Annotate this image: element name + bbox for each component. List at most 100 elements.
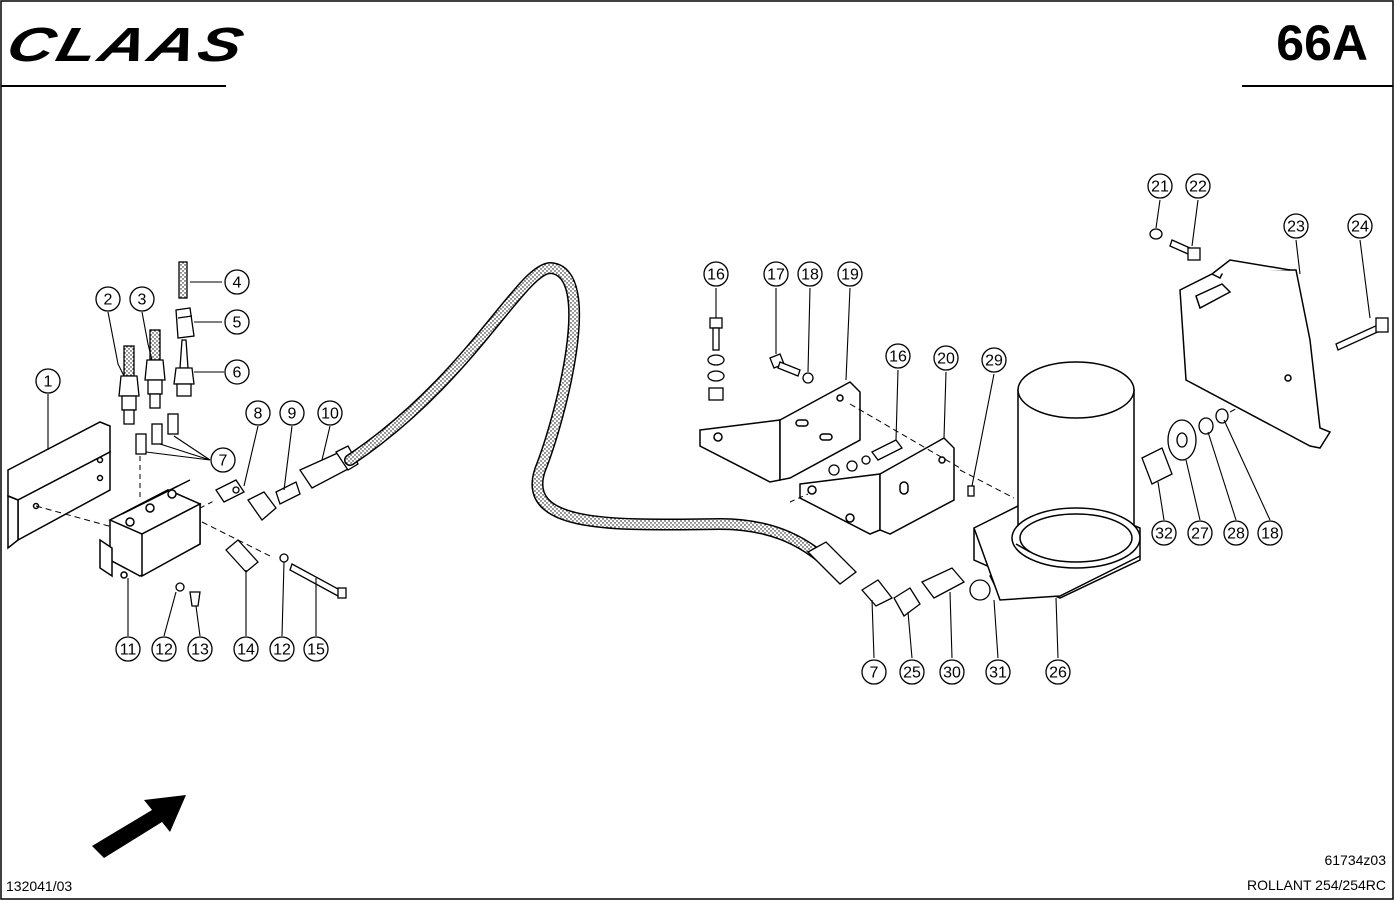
callout-label: 23	[1287, 219, 1305, 236]
callout-9: 9	[279, 400, 305, 426]
callout-3: 3	[129, 286, 155, 312]
callout-label: 25	[903, 665, 921, 682]
callout-label: 1	[44, 374, 53, 391]
callout-circle	[129, 286, 155, 312]
callout-label: 22	[1189, 179, 1207, 196]
callout-1: 1	[35, 368, 61, 394]
doc-code: 132041/03	[6, 878, 73, 894]
callout-18: 18	[1257, 520, 1283, 546]
callout-29: 29	[981, 347, 1007, 373]
callout-19: 19	[837, 261, 863, 287]
callout-label: 16	[707, 267, 725, 284]
callout-label: 12	[155, 642, 173, 659]
callout-26: 26	[1045, 659, 1071, 685]
callout-circle	[187, 636, 213, 662]
callout-label: 16	[889, 349, 907, 366]
callout-18: 18	[797, 261, 823, 287]
fittings-8-9-10	[215, 445, 359, 521]
page-number: 66A	[1276, 15, 1368, 71]
bolts-21-24	[1149, 228, 1389, 351]
bracket-20	[799, 437, 955, 535]
callout-circle	[233, 636, 259, 662]
callout-circle	[933, 345, 959, 371]
callout-32: 32	[1151, 520, 1177, 546]
callout-circle	[763, 261, 789, 287]
callout-label: 19	[841, 267, 859, 284]
callout-label: 32	[1155, 526, 1173, 543]
callout-circle	[35, 368, 61, 394]
callout-2: 2	[95, 286, 121, 312]
callout-22: 22	[1185, 173, 1211, 199]
callout-label: 30	[943, 665, 961, 682]
callout-4: 4	[224, 269, 250, 295]
drawing-code: 61734z03	[1324, 852, 1386, 868]
callout-circle	[1347, 213, 1373, 239]
leader-lines	[47, 199, 1371, 659]
callout-circle	[95, 286, 121, 312]
callout-circle	[981, 347, 1007, 373]
callout-label: 12	[273, 642, 291, 659]
callout-circle	[1223, 520, 1249, 546]
callout-label: 14	[237, 642, 255, 659]
hose-outline	[344, 261, 828, 564]
callout-circle	[985, 659, 1011, 685]
callout-16: 16	[703, 261, 729, 287]
callout-label: 7	[219, 453, 228, 470]
callout-label: 29	[985, 353, 1003, 370]
callout-16: 16	[885, 343, 911, 369]
callout-circle	[224, 309, 250, 335]
callout-circle	[269, 636, 295, 662]
bracket-19	[699, 381, 861, 483]
callout-label: 3	[138, 292, 147, 309]
callout-12: 12	[151, 636, 177, 662]
callout-circle	[151, 636, 177, 662]
callout-7: 7	[210, 447, 236, 473]
tank	[973, 361, 1141, 601]
callout-5: 5	[224, 309, 250, 335]
callout-27: 27	[1187, 520, 1213, 546]
callout-label: 15	[307, 642, 325, 659]
parts-4-5	[175, 261, 195, 339]
bolts-16-18	[707, 317, 975, 497]
callout-circle	[1151, 520, 1177, 546]
callout-31: 31	[985, 659, 1011, 685]
callout-10: 10	[317, 400, 343, 426]
model-name: ROLLANT 254/254RC	[1246, 877, 1386, 893]
callout-circle	[1185, 173, 1211, 199]
callout-label: 27	[1191, 526, 1209, 543]
callout-12: 12	[269, 636, 295, 662]
direction-arrow	[92, 795, 186, 858]
callout-circle	[837, 261, 863, 287]
callout-6: 6	[224, 359, 250, 385]
callout-label: 17	[767, 267, 785, 284]
callout-circle	[1283, 213, 1309, 239]
callout-circle	[939, 659, 965, 685]
callout-label: 5	[233, 315, 242, 332]
mounting-plate	[7, 421, 111, 550]
callout-circle	[279, 400, 305, 426]
valve-block	[99, 479, 202, 579]
callout-17: 17	[763, 261, 789, 287]
callout-13: 13	[187, 636, 213, 662]
callout-24: 24	[1347, 213, 1373, 239]
callout-circle	[899, 659, 925, 685]
callout-23: 23	[1283, 213, 1309, 239]
callout-label: 11	[120, 642, 137, 659]
hose-fill	[345, 263, 827, 563]
callout-label: 6	[233, 365, 242, 382]
callout-label: 10	[321, 406, 339, 423]
callout-circle	[303, 636, 329, 662]
callout-label: 18	[1261, 526, 1279, 543]
callout-circle	[1257, 520, 1283, 546]
callout-circle	[317, 400, 343, 426]
callout-circle	[1187, 520, 1213, 546]
callout-label: 4	[233, 275, 242, 292]
callout-label: 13	[191, 642, 209, 659]
callout-28: 28	[1223, 520, 1249, 546]
fittings-top-left	[118, 329, 195, 455]
callout-circle	[1045, 659, 1071, 685]
callout-label: 28	[1227, 526, 1245, 543]
